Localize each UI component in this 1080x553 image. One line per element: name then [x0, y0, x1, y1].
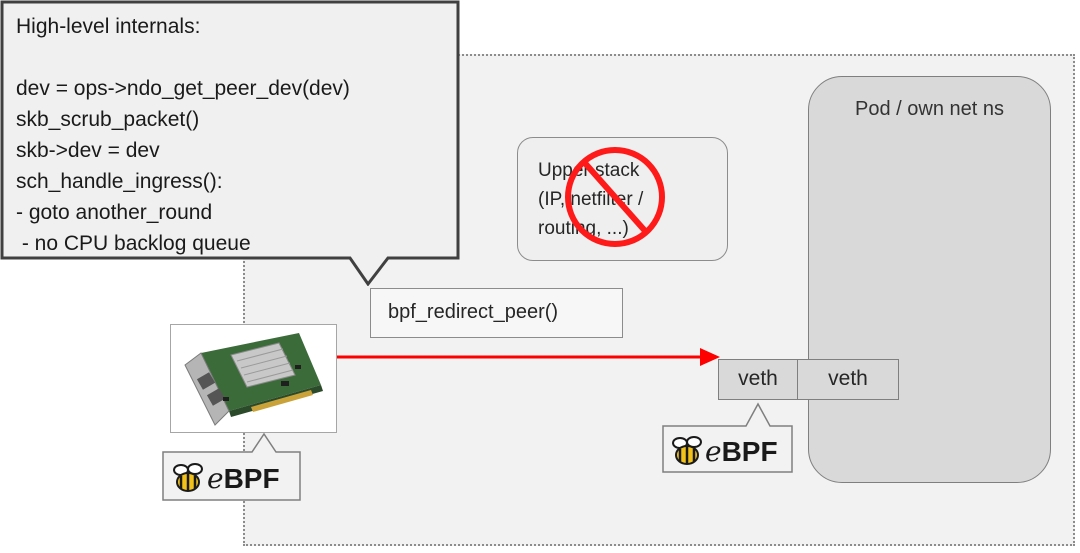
prohibited-icon	[565, 147, 665, 247]
bee-icon	[173, 463, 203, 492]
pod-box	[808, 76, 1051, 483]
pod-label: Pod / own net ns	[855, 98, 1004, 120]
speech-bubble-shape	[0, 0, 460, 286]
ebpf-callout-nic: eBPF	[162, 432, 302, 502]
bubble-line: dev = ops->ndo_get_peer_dev(dev)	[16, 77, 350, 100]
upper-stack-box: Upper stack (IP, netfilter / routing, ..…	[517, 137, 728, 261]
network-card-icon	[184, 333, 323, 426]
ebpf-logo-bpf: BPF	[223, 463, 280, 494]
redirect-arrow	[335, 348, 720, 366]
upper-stack-line-2: (IP, netfilter /	[538, 189, 644, 210]
ebpf-logo-bpf: BPF	[721, 436, 778, 467]
nic-image	[170, 324, 337, 433]
ebpf-logo-e: e	[705, 435, 722, 468]
internals-speech-bubble: High-level internals: dev = ops->ndo_get…	[0, 0, 462, 286]
ebpf-logo-text: eBPF	[207, 462, 280, 495]
ebpf-logo-text: eBPF	[705, 435, 778, 468]
veth-pod-side: veth	[797, 359, 899, 400]
bubble-line: - no CPU backlog queue	[16, 232, 251, 255]
bubble-line: - goto another_round	[16, 201, 213, 224]
bubble-line: sch_handle_ingress():	[16, 170, 223, 193]
ebpf-callout-veth: eBPF	[662, 402, 794, 474]
bubble-line: skb_scrub_packet()	[16, 108, 200, 131]
veth-host-side: veth	[718, 359, 798, 400]
bpf-redirect-peer-label: bpf_redirect_peer()	[370, 288, 623, 338]
bee-icon	[672, 436, 702, 465]
bubble-line: skb->dev = dev	[16, 139, 160, 162]
ebpf-logo-e: e	[207, 462, 224, 495]
bubble-title: High-level internals:	[16, 15, 201, 38]
